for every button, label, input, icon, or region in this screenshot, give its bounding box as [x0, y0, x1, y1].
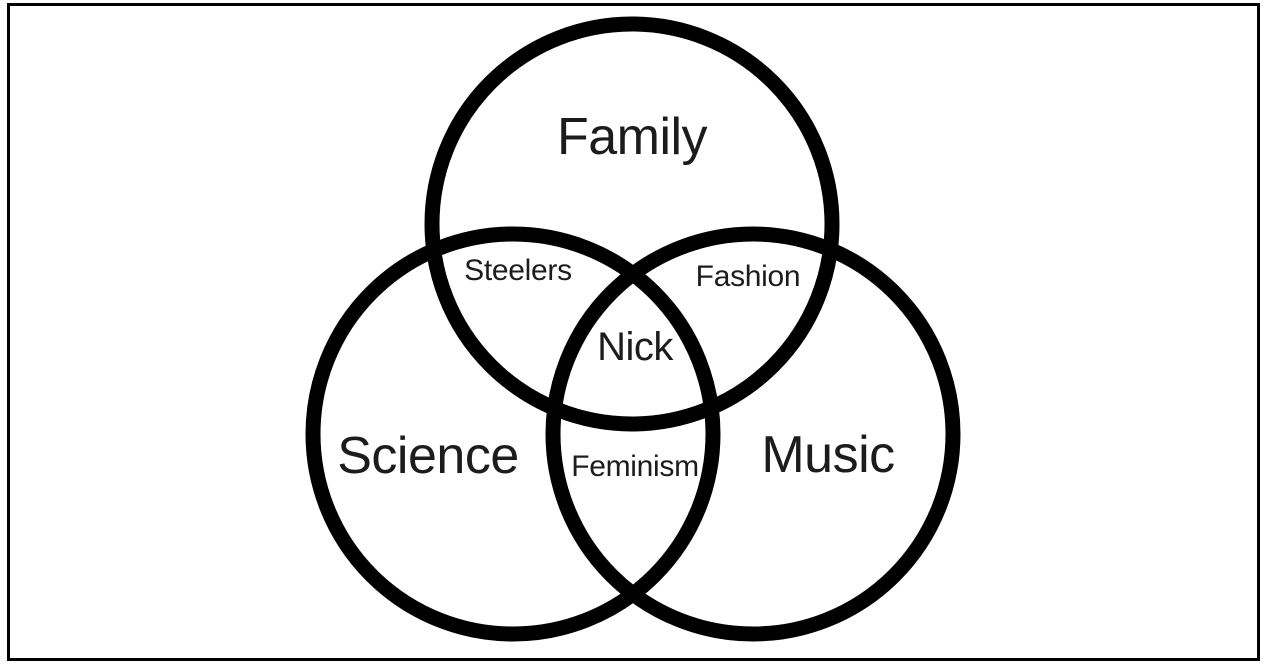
- family-circle: [424, 16, 840, 432]
- music-circle: [545, 226, 961, 642]
- slide-frame-border: [7, 3, 1260, 661]
- center-intersection-label: Nick: [597, 325, 673, 369]
- music-set-label: Music: [761, 426, 895, 484]
- family-set-label: Family: [556, 108, 708, 166]
- science-circle: [305, 226, 721, 642]
- science-music-intersection-label: Feminism: [571, 450, 699, 483]
- family-science-intersection-label: Steelers: [464, 254, 572, 287]
- family-music-intersection-label: Fashion: [695, 260, 801, 293]
- science-set-label: Science: [337, 427, 519, 485]
